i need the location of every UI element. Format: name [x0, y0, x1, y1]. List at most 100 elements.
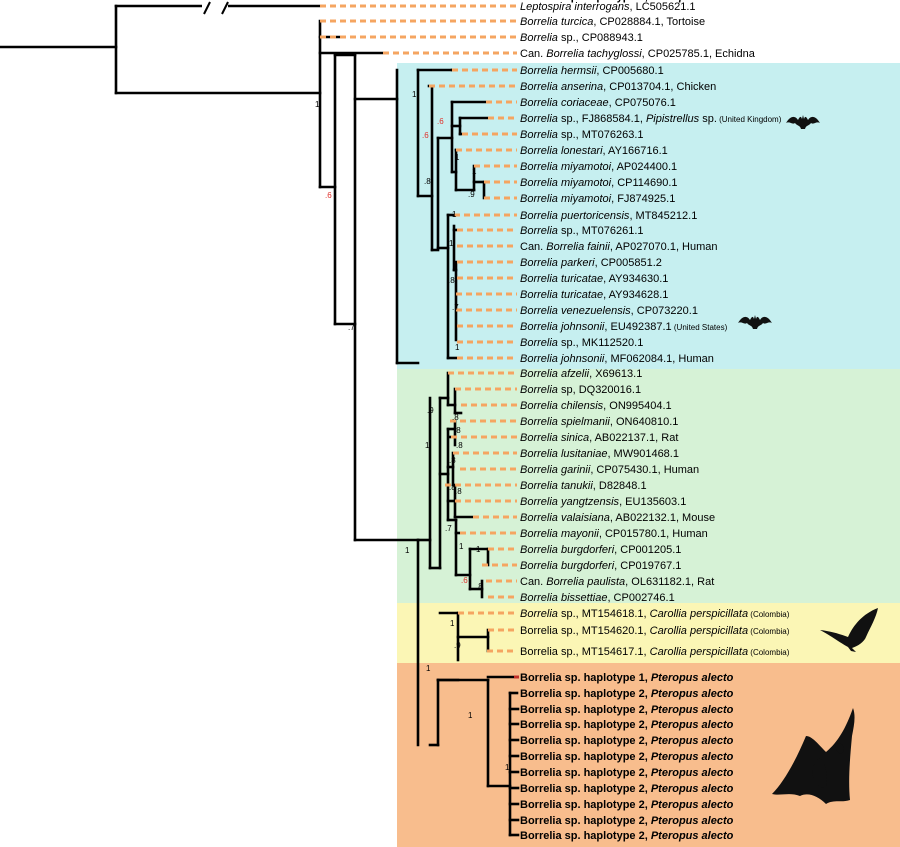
taxon-accession: , CP013704.1, Chicken: [603, 81, 716, 93]
support-value: .8: [449, 483, 456, 492]
taxon-accession: sp., MT154618.1,: [558, 608, 650, 620]
taxon-accession: , CP002746.1: [607, 592, 674, 604]
support-value: .8: [448, 276, 455, 285]
taxon-name: Borrelia chilensis: [520, 400, 604, 412]
support-value: .7: [452, 303, 459, 312]
support-value: .8: [455, 487, 462, 496]
host-name: Pteropus alecto: [651, 830, 734, 842]
taxon-label: Borrelia sp. haplotype 2, Pteropus alect…: [520, 719, 734, 731]
taxon-accession: , CP028884.1, Tortoise: [593, 16, 705, 28]
taxon-accession: sp., MT076263.1: [558, 129, 644, 141]
taxon-label: Borrelia turicatae, AY934630.1: [520, 273, 668, 285]
taxon-accession: , EU135603.1: [619, 496, 686, 508]
taxon-name: Borrelia mayonii: [520, 528, 599, 540]
taxon-accession: sp., MT154620.1,: [558, 625, 650, 637]
taxon-name: Borrelia sp. haplotype 2,: [520, 799, 651, 811]
taxon-label: Borrelia sp., MT076263.1: [520, 129, 644, 141]
support-value: 1: [476, 545, 481, 554]
taxon-label: Borrelia miyamotoi, FJ874925.1: [520, 193, 675, 205]
taxon-name: Borrelia parkeri: [520, 257, 595, 269]
host-name: Pteropus alecto: [651, 767, 734, 779]
taxon-prefix: Can.: [520, 48, 546, 60]
taxon-label: Borrelia sp. haplotype 2, Pteropus alect…: [520, 688, 734, 700]
support-value: 1: [450, 619, 455, 628]
taxon-name: Borrelia: [520, 625, 559, 637]
support-value: .6: [325, 191, 332, 200]
taxon-label: Can. Borrelia fainii, AP027070.1, Human: [520, 241, 718, 253]
taxon-name: Borrelia burgdorferi: [520, 560, 615, 572]
taxon-accession: , CP015780.1, Human: [599, 528, 708, 540]
taxon-labels: Leptospira interrogans, LC505621.1Borrel…: [520, 0, 790, 842]
taxon-accession: , CP075076.1: [609, 97, 676, 109]
taxon-accession: sp., CP088943.1: [558, 32, 643, 44]
taxon-accession: , CP001205.1: [614, 544, 681, 556]
support-value: 1: [425, 441, 430, 450]
bat-icon: [738, 315, 772, 329]
taxon-name: Borrelia: [520, 113, 558, 125]
host-name: Pteropus alecto: [651, 783, 734, 795]
taxon-prefix: Can.: [520, 576, 546, 588]
taxon-label: Borrelia venezuelensis, CP073220.1: [520, 305, 698, 317]
taxon-label: Borrelia sp., MT154618.1, Carollia persp…: [520, 608, 790, 620]
support-value: .8: [476, 582, 483, 591]
taxon-name: Borrelia tachyglossi: [546, 48, 642, 60]
taxon-label: Borrelia bissettiae, CP002746.1: [520, 592, 675, 604]
taxon-name: Borrelia turicatae: [520, 273, 603, 285]
taxon-name: Borrelia sp. haplotype 2,: [520, 0, 651, 3]
taxon-label: Borrelia miyamotoi, CP114690.1: [520, 177, 678, 189]
location-label: (Colombia): [748, 648, 790, 657]
taxon-name: Borrelia paulista: [546, 576, 625, 588]
branch-break-icon: [202, 1, 229, 15]
taxon-accession: , AP024400.1: [611, 161, 677, 173]
taxon-label: Borrelia parkeri, CP005851.2: [520, 257, 662, 269]
taxon-name: Borrelia johnsonii: [520, 353, 605, 365]
taxon-label: Borrelia sp., MK112520.1: [520, 337, 643, 349]
support-value: .8: [456, 441, 463, 450]
host-name: Carollia perspicillata: [650, 625, 748, 637]
support-value: 1: [472, 167, 477, 176]
taxon-name: Borrelia hermsii: [520, 65, 597, 77]
support-values: 1.6.71.6.6.811.911.8.71.91.8.8.8.8.8.8.7…: [315, 90, 510, 772]
taxon-label: Borrelia burgdorferi, CP001205.1: [520, 544, 681, 556]
leaf-connectors: [320, 4, 519, 679]
taxon-label: Borrelia sp. haplotype 2, Pteropus alect…: [520, 830, 734, 842]
taxon-accession: , FJ874925.1: [611, 193, 675, 205]
support-value: .7: [348, 323, 355, 332]
taxon-name: Borrelia valaisiana: [520, 512, 610, 524]
taxon-name: Borrelia tanukii: [520, 480, 593, 492]
taxon-name: Borrelia miyamotoi: [520, 193, 612, 205]
taxon-label: Borrelia burgdorferi, CP019767.1: [520, 560, 681, 572]
taxon-label: Borrelia puertoricensis, MT845212.1: [520, 210, 697, 222]
taxon-prefix: Can.: [520, 241, 546, 253]
taxon-name: Borrelia coriaceae: [520, 97, 609, 109]
taxon-label: Borrelia mayonii, CP015780.1, Human: [520, 528, 708, 540]
taxon-accession: sp., MT154617.1,: [558, 646, 650, 658]
taxon-accession: , AP027070.1, Human: [610, 241, 718, 253]
taxon-label: Borrelia sp., MT154617.1, Carollia persp…: [520, 646, 790, 658]
taxon-label: Borrelia yangtzensis, EU135603.1: [520, 496, 686, 508]
taxon-label: Can. Borrelia tachyglossi, CP025785.1, E…: [520, 48, 756, 60]
taxon-accession: sp., FJ868584.1,: [558, 113, 646, 125]
taxon-name: Borrelia sp. haplotype 2,: [520, 704, 651, 716]
taxon-accession: , CP114690.1: [611, 177, 677, 189]
taxon-label: Borrelia sp. haplotype 2, Pteropus alect…: [520, 783, 734, 795]
support-value: 1: [468, 711, 473, 720]
taxon-accession: , CP075430.1, Human: [590, 464, 699, 476]
taxon-accession: , CP005851.2: [595, 257, 662, 269]
taxon-name: Borrelia miyamotoi: [520, 177, 612, 189]
host-suffix: sp.: [699, 113, 717, 125]
taxon-accession: sp, DQ320016.1: [558, 384, 641, 396]
taxon-name: Borrelia johnsonii: [520, 321, 605, 333]
taxon-accession: , AY934630.1: [603, 273, 668, 285]
fruit-bat-icon: [772, 708, 855, 804]
taxon-accession: , OL631182.1, Rat: [625, 576, 714, 588]
taxon-accession: , AY934628.1: [603, 289, 668, 301]
taxon-label: Borrelia turicatae, AY934628.1: [520, 289, 668, 301]
taxon-name: Borrelia: [520, 384, 558, 396]
taxon-name: Leptospira interrogans: [520, 1, 630, 13]
taxon-name: Borrelia miyamotoi: [520, 161, 612, 173]
support-value: .9: [468, 190, 475, 199]
taxon-name: Borrelia burgdorferi: [520, 544, 615, 556]
support-value: .6: [437, 117, 444, 126]
taxon-label: Borrelia sp., FJ868584.1, Pipistrellus s…: [520, 113, 782, 125]
